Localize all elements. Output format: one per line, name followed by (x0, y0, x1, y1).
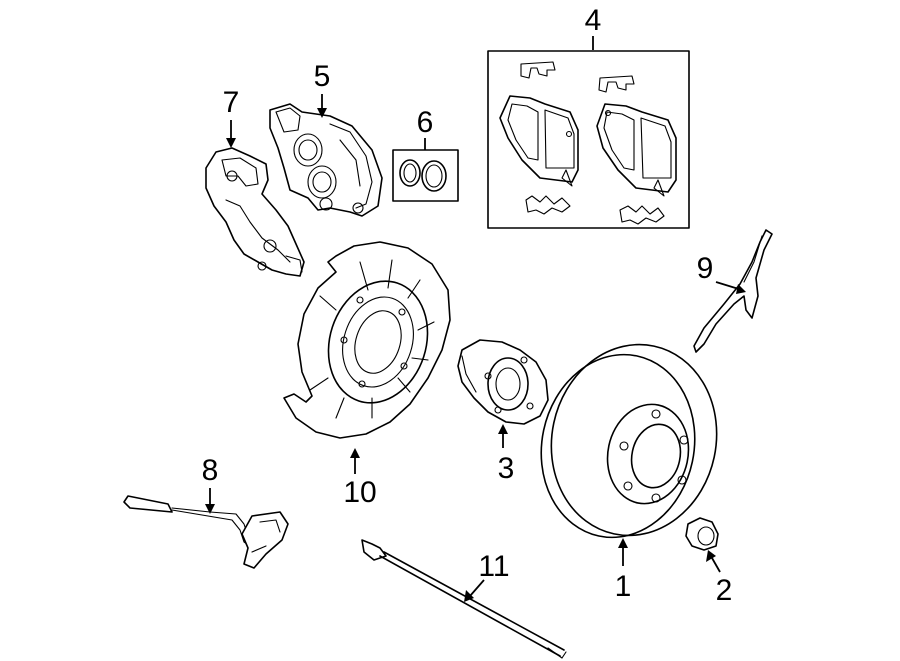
pad-clip-left (520, 61, 556, 79)
callout-5: 5 (314, 60, 331, 93)
pad-clip-right (598, 75, 635, 93)
part-8-pad-sensor[interactable] (123, 495, 289, 569)
callout-10: 10 (343, 476, 376, 509)
callout-9: 9 (697, 252, 714, 285)
part-5-caliper[interactable] (269, 103, 383, 217)
part-3-hub-bearing[interactable] (457, 339, 549, 425)
callout-11: 11 (478, 550, 509, 583)
callout-4: 4 (585, 4, 602, 37)
part-11-cable-strap[interactable] (361, 539, 567, 659)
callout-8: 8 (202, 454, 219, 487)
part-7-caliper-bracket[interactable] (205, 147, 305, 277)
seal-ring-2 (421, 160, 447, 192)
callout-1: 1 (615, 570, 632, 603)
part-10-dust-shield[interactable] (283, 241, 451, 439)
callout-7: 7 (223, 86, 240, 119)
pad-hardware-left (525, 195, 571, 215)
part-1-brake-rotor[interactable] (525, 329, 735, 552)
callout-3: 3 (498, 452, 515, 485)
callout-6: 6 (417, 106, 434, 139)
brake-pad-left (499, 95, 579, 187)
part-6-seal-kit[interactable] (392, 149, 459, 202)
callout-2: 2 (716, 574, 733, 607)
leader-2 (711, 557, 721, 573)
leader-lines (205, 36, 746, 602)
brake-pad-right (596, 103, 677, 197)
pad-hardware-right (619, 205, 665, 225)
part-4-brake-pad-kit[interactable] (487, 50, 690, 229)
part-2-lug-nut[interactable] (685, 517, 719, 551)
shield-hub-ring (327, 280, 429, 404)
callout-numbers: 4 5 6 7 9 10 3 8 1 2 11 (202, 4, 733, 607)
leader-11 (469, 579, 485, 597)
seal-ring-1 (399, 159, 421, 187)
part-9-wear-indicator[interactable] (693, 229, 773, 353)
